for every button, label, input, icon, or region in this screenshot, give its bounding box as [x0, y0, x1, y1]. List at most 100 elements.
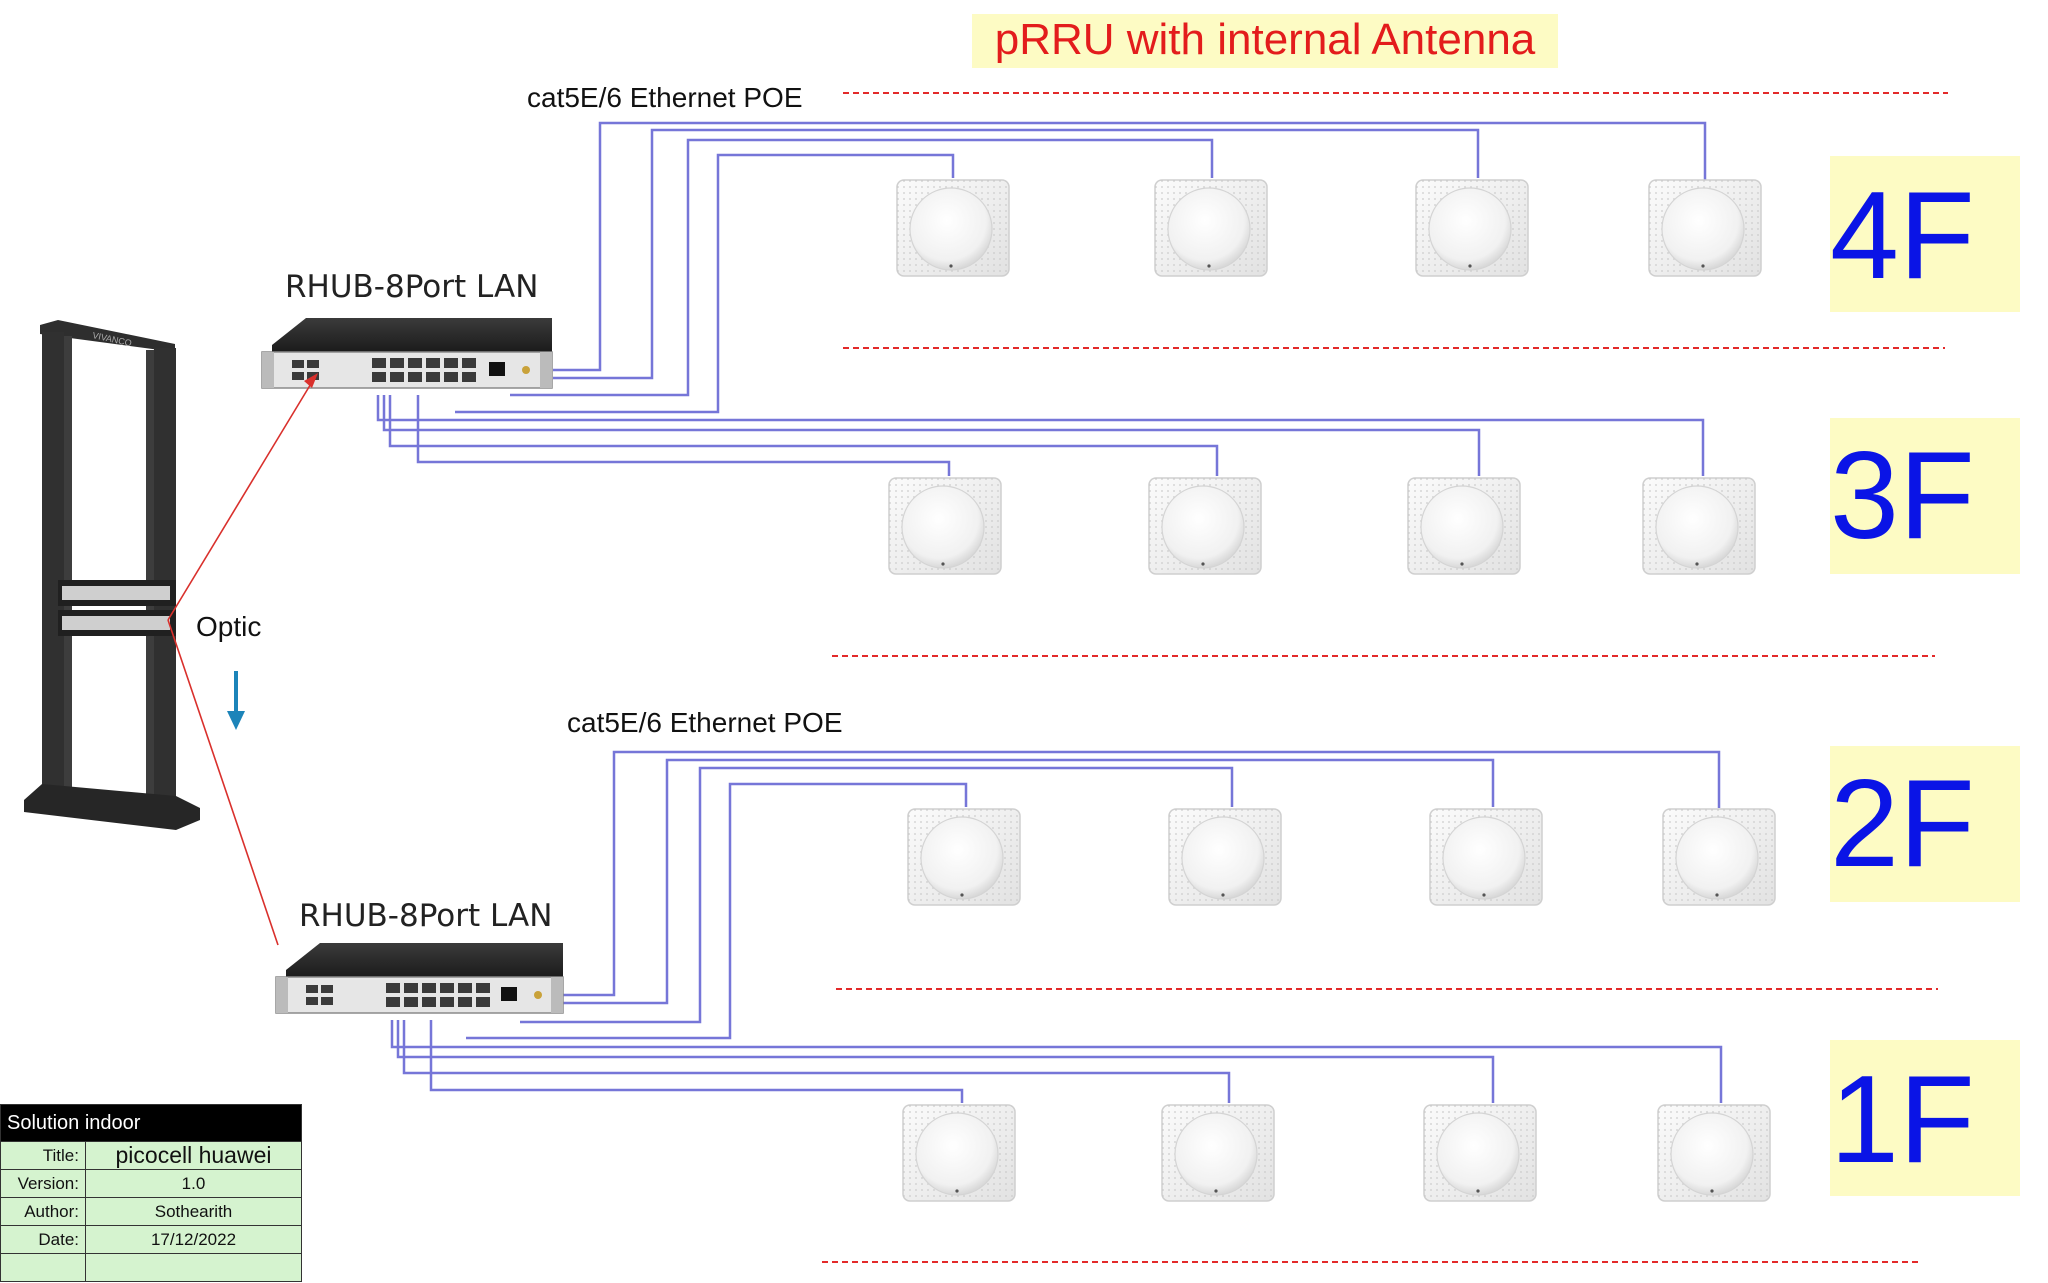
title-block-value: 1.0	[85, 1169, 302, 1198]
cable-label-upper: cat5E/6 Ethernet POE	[527, 82, 803, 113]
title-block-value: 17/12/2022	[85, 1225, 302, 1254]
rhub-port	[458, 997, 472, 1007]
prru-group-3f	[888, 477, 1756, 575]
rack-left-post	[42, 332, 64, 802]
ethernet-cable	[553, 128, 1480, 380]
prru-antenna	[1648, 179, 1762, 277]
diagram-title: pRRU with internal Antenna	[995, 15, 1536, 64]
title-block-key: Title:	[0, 1141, 86, 1170]
ethernet-cable	[382, 395, 1481, 476]
rhub-port	[292, 372, 304, 380]
prru-antenna	[1642, 477, 1756, 575]
title-block-value	[85, 1253, 302, 1282]
ethernet-cables-lower	[390, 750, 1723, 1103]
rhub-port	[404, 997, 418, 1007]
ethernet-cable	[402, 1020, 1231, 1103]
rack-rear-post	[146, 350, 154, 800]
rhub-port	[307, 360, 319, 368]
optic-label: Optic	[196, 611, 261, 642]
rack-optic-unit-panel	[62, 616, 170, 630]
prru-antenna	[1415, 179, 1529, 277]
hub-label-lower: RHUB-8Port LAN	[299, 898, 552, 934]
floor-label-background	[1830, 1040, 2020, 1196]
ethernet-cable	[466, 782, 968, 1040]
prru-antenna	[1657, 1104, 1771, 1202]
optic-fibers	[167, 373, 318, 946]
floor-dividers	[822, 92, 1948, 1263]
rhub-port	[462, 372, 476, 382]
title-block-key: Version:	[0, 1169, 86, 1198]
floor-label-3f: 3F	[1830, 427, 1975, 565]
rhub-ports	[306, 983, 542, 1007]
rhub-ground-screw	[522, 366, 530, 374]
optic-fiber-arrowhead	[304, 373, 318, 388]
floor-label-1f: 1F	[1830, 1051, 1975, 1189]
hub-label-upper: RHUB-8Port LAN	[285, 269, 538, 305]
title-block-row: Author: Sothearith	[0, 1197, 302, 1226]
floor-labels: 4F 3F 2F 1F	[1830, 156, 2020, 1196]
ethernet-cable	[396, 1020, 1495, 1103]
rack-right-post	[154, 348, 176, 808]
rhub-port	[390, 372, 404, 382]
ethernet-cable	[390, 1020, 1723, 1103]
rhub-port	[386, 983, 400, 993]
title-block-key: Author:	[0, 1197, 86, 1226]
title-block: Solution indoor Title: picocell huawei V…	[0, 1104, 302, 1282]
title-block-key: Date:	[0, 1225, 86, 1254]
rhub-port	[408, 372, 422, 382]
ethernet-cables-upper	[376, 121, 1707, 476]
rhub-port	[372, 372, 386, 382]
server-rack: VIVANCO	[24, 320, 200, 830]
rhub-port	[404, 983, 418, 993]
ethernet-cable	[376, 395, 1705, 476]
prru-antenna	[1423, 1104, 1537, 1202]
rhub-mount-ear	[276, 977, 288, 1013]
rhub-port	[321, 985, 333, 993]
floor-label-4f: 4F	[1830, 167, 1975, 305]
rhub-port	[422, 997, 436, 1007]
prru-antenna	[1168, 808, 1282, 906]
ethernet-cable	[455, 153, 955, 414]
rhub-front-panel	[275, 976, 564, 1014]
rhub-port	[476, 983, 490, 993]
prru-antenna	[1662, 808, 1776, 906]
down-arrow-head	[227, 711, 245, 730]
rhub-power-port	[501, 987, 517, 1001]
rhub-port	[458, 983, 472, 993]
rhub-mount-ear	[551, 977, 563, 1013]
rhub-port	[292, 360, 304, 368]
prru-group-1f	[902, 1104, 1771, 1202]
down-arrow-icon	[227, 671, 245, 730]
floor-label-background	[1830, 418, 2020, 574]
rhub-port	[462, 358, 476, 368]
ethernet-cable	[416, 395, 951, 476]
rhub-front-panel	[261, 351, 553, 389]
prru-group-4f	[896, 179, 1762, 277]
rhub-port	[426, 372, 440, 382]
floor-label-background	[1830, 156, 2020, 312]
rhub-port	[440, 983, 454, 993]
prru-antenna	[1148, 477, 1262, 575]
rhub-switch-lower	[275, 943, 564, 1014]
ethernet-cable	[520, 766, 1234, 1024]
title-block-header: Solution indoor	[0, 1104, 302, 1142]
rhub-port	[476, 997, 490, 1007]
ethernet-cable	[563, 758, 1495, 1005]
rhub-port	[444, 372, 458, 382]
rhub-mount-ear	[540, 352, 552, 388]
prru-antenna	[1161, 1104, 1275, 1202]
prru-antenna	[1429, 808, 1543, 906]
rhub-port	[390, 358, 404, 368]
ethernet-cable	[388, 395, 1219, 476]
rack-top-cap	[40, 320, 175, 352]
ethernet-cable	[563, 750, 1721, 997]
rhub-port	[386, 997, 400, 1007]
rack-rear-post	[64, 336, 72, 796]
title-block-row: Version: 1.0	[0, 1169, 302, 1198]
prru-antenna	[902, 1104, 1016, 1202]
rhub-port	[440, 997, 454, 1007]
prru-antenna	[907, 808, 1021, 906]
ethernet-cable	[429, 1020, 964, 1103]
rhub-mount-ear	[262, 352, 274, 388]
